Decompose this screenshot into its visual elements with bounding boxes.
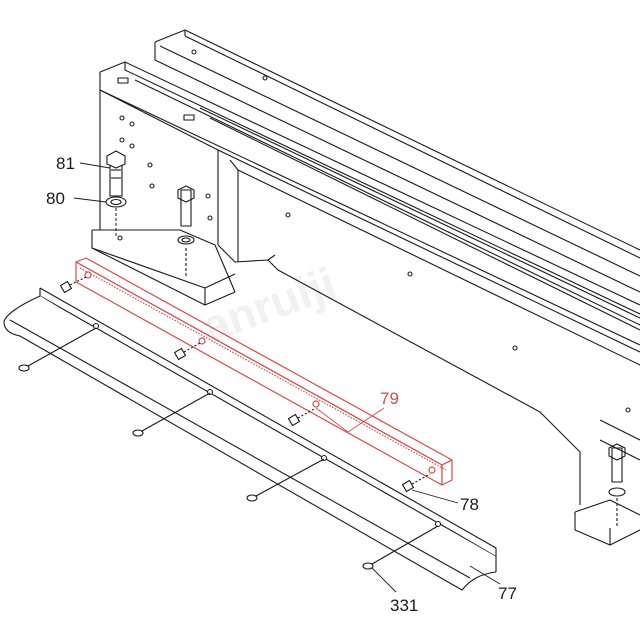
- screw-331-a: [18, 327, 97, 372]
- screw-78-d: [401, 473, 431, 493]
- screw-331-c: [246, 458, 325, 502]
- screws-331: [18, 327, 439, 570]
- screws-78: [59, 276, 431, 493]
- bolt-81: [106, 150, 126, 197]
- callout-331: 331: [390, 596, 418, 615]
- washer-80: [105, 196, 127, 208]
- screw-78-b: [173, 342, 201, 361]
- leader-81: [79, 162, 111, 169]
- leader-lines: [73, 162, 501, 593]
- screw-78-c: [287, 408, 315, 427]
- leader-80: [73, 197, 107, 203]
- leader-77: [469, 565, 501, 585]
- machine-bed: [91, 29, 640, 546]
- callout-77: 77: [498, 584, 517, 603]
- leader-78: [411, 489, 459, 504]
- cover-77: [3, 287, 497, 591]
- callout-78: 78: [460, 495, 479, 514]
- rack-79: [75, 257, 453, 486]
- screw-331-b: [132, 392, 211, 437]
- callout-79: 79: [380, 389, 399, 408]
- watermark: anruiji: [195, 257, 342, 353]
- screw-331-d: [362, 525, 439, 570]
- leader-331: [371, 567, 397, 593]
- screw-78-a: [59, 276, 87, 294]
- callout-80: 80: [46, 189, 65, 208]
- callout-81: 81: [56, 154, 75, 173]
- leader-79: [315, 407, 385, 433]
